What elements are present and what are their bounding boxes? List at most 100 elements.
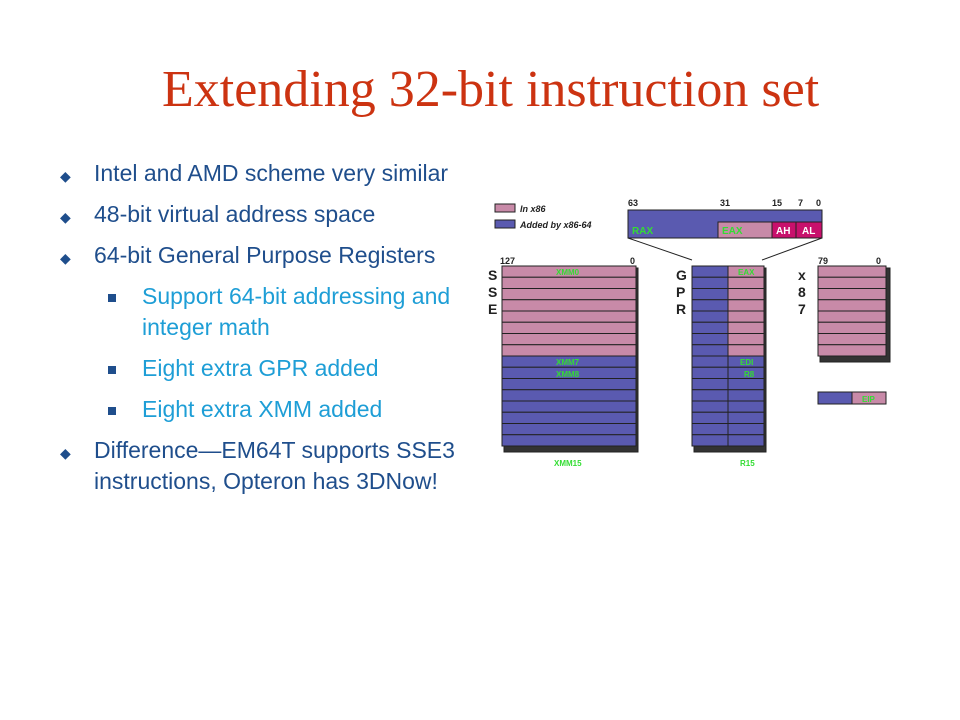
bit-label-15: 15 bbox=[772, 198, 782, 208]
gpr-register-upper-row bbox=[691, 344, 729, 357]
xmm-register-row bbox=[501, 321, 637, 334]
rax-label: RAX bbox=[632, 226, 653, 237]
x87-register-row bbox=[817, 310, 887, 323]
x87-register-row bbox=[817, 265, 887, 278]
sse-side-label: E bbox=[488, 301, 497, 317]
xmm-register-row bbox=[501, 389, 637, 402]
gpr-register-row bbox=[727, 389, 765, 402]
gpr-eax-label: EAX bbox=[738, 268, 755, 277]
xmm-register-row bbox=[501, 299, 637, 312]
xmm-register-row bbox=[501, 378, 637, 391]
diamond-bullet-icon: ◆ bbox=[60, 209, 71, 225]
diamond-bullet-icon: ◆ bbox=[60, 250, 71, 266]
gpr-register-stack bbox=[691, 265, 767, 453]
connector-line bbox=[627, 237, 693, 261]
xmm-register-row bbox=[501, 411, 637, 424]
xmm-register-row bbox=[501, 333, 637, 346]
gpr-register-upper-row bbox=[691, 355, 729, 368]
square-bullet-icon bbox=[108, 407, 116, 415]
bit-label-7: 7 bbox=[798, 198, 803, 208]
gpr-register-row bbox=[727, 333, 765, 346]
gpr-register-upper-row bbox=[691, 389, 729, 402]
legend-x86-label: In x86 bbox=[520, 204, 547, 214]
connector-line bbox=[761, 237, 823, 261]
gpr-register-row bbox=[727, 423, 765, 436]
sse-bit-127: 127 bbox=[500, 256, 515, 266]
bullet-text: Intel and AMD scheme very similar bbox=[94, 160, 449, 186]
gpr-side-label: R bbox=[676, 301, 686, 317]
gpr-register-upper-row bbox=[691, 366, 729, 379]
eip-register bbox=[851, 391, 887, 405]
x87-register-row bbox=[817, 333, 887, 346]
al-label: AL bbox=[802, 226, 815, 237]
gpr-register-row bbox=[727, 310, 765, 323]
gpr-register-upper-row bbox=[691, 321, 729, 334]
gpr-register-row bbox=[727, 434, 765, 447]
xmm0-label: XMM0 bbox=[556, 268, 580, 277]
gpr-r8-label: R8 bbox=[744, 370, 755, 379]
x87-side-label: x bbox=[798, 267, 806, 283]
al-register bbox=[795, 221, 823, 239]
x87-register-row bbox=[817, 288, 887, 301]
xmm-register-row bbox=[501, 310, 637, 323]
sub-bullet-text: Eight extra GPR added bbox=[142, 355, 379, 381]
square-bullet-icon bbox=[108, 366, 116, 374]
bit-label-31: 31 bbox=[720, 198, 730, 208]
eax-label: EAX bbox=[722, 226, 743, 237]
bullet-item: ◆ 64-bit General Purpose Registers bbox=[58, 240, 458, 271]
gpr-register-row bbox=[727, 299, 765, 312]
legend-x8664-swatch bbox=[494, 219, 516, 229]
gpr-register-row bbox=[727, 321, 765, 334]
sub-bullet-item: Eight extra XMM added bbox=[58, 394, 458, 425]
ah-label: AH bbox=[776, 226, 790, 237]
gpr-register-upper-row bbox=[691, 378, 729, 391]
gpr-register-row bbox=[727, 378, 765, 391]
slide-title: Extending 32-bit instruction set bbox=[162, 61, 820, 118]
xmm-register-row bbox=[501, 423, 637, 436]
xmm-register-row bbox=[501, 434, 637, 447]
gpr-register-upper-row bbox=[691, 411, 729, 424]
xmm-register-row bbox=[501, 276, 637, 289]
legend-x86-swatch bbox=[494, 203, 516, 213]
square-bullet-icon bbox=[108, 294, 116, 302]
gpr-register-upper-row bbox=[691, 333, 729, 346]
sub-bullet-item: Support 64-bit addressing and integer ma… bbox=[58, 281, 458, 343]
x87-side-label: 7 bbox=[798, 301, 806, 317]
bullet-item: ◆Difference—EM64T supports SSE3 instruct… bbox=[58, 435, 458, 497]
gpr-register-upper-row bbox=[691, 434, 729, 447]
gpr-register-upper-row bbox=[691, 423, 729, 436]
gpr-register-row bbox=[727, 288, 765, 301]
gpr-r15-label: R15 bbox=[740, 459, 755, 468]
gpr-register-upper-row bbox=[691, 400, 729, 413]
diamond-bullet-icon: ◆ bbox=[60, 445, 71, 461]
gpr-edi-label: EDI bbox=[740, 358, 753, 367]
xmm7-label: XMM7 bbox=[556, 358, 580, 367]
xmm-register-row bbox=[501, 344, 637, 357]
bullet-list: ◆ Intel and AMD scheme very similar ◆ 48-b… bbox=[58, 158, 458, 507]
bullet-text: 48-bit virtual address space bbox=[94, 201, 376, 227]
xmm15-label: XMM15 bbox=[554, 459, 582, 468]
sub-bullet-text: Eight extra XMM added bbox=[142, 396, 383, 422]
sse-bit-0: 0 bbox=[630, 256, 635, 266]
bullet-item: ◆ 48-bit virtual address space bbox=[58, 199, 458, 230]
gpr-register-row bbox=[727, 276, 765, 289]
bit-label-0: 0 bbox=[816, 198, 821, 208]
sse-side-label: S bbox=[488, 267, 497, 283]
x87-bit-79: 79 bbox=[818, 256, 828, 266]
sub-bullet-item: Eight extra GPR added bbox=[58, 353, 458, 384]
sse-register-stack bbox=[501, 265, 639, 453]
gpr-register-upper-row bbox=[691, 299, 729, 312]
gpr-register-upper-row bbox=[691, 310, 729, 323]
gpr-register-row bbox=[727, 411, 765, 424]
bullet-text: 64-bit General Purpose Registers bbox=[94, 242, 436, 268]
legend-x8664-label: Added by x86-64 bbox=[519, 220, 592, 230]
x87-side-label: 8 bbox=[798, 284, 806, 300]
x87-register-stack bbox=[817, 265, 891, 363]
eip-register-upper bbox=[817, 391, 853, 405]
gpr-register-upper-row bbox=[691, 288, 729, 301]
x87-register-row bbox=[817, 344, 887, 357]
gpr-side-label: G bbox=[676, 267, 687, 283]
gpr-register-row bbox=[727, 344, 765, 357]
diamond-bullet-icon: ◆ bbox=[60, 168, 71, 184]
